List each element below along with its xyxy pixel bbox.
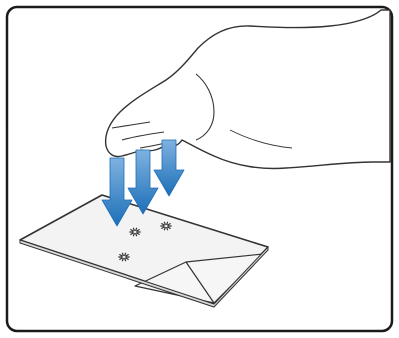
gesture-illustration [0,0,399,338]
illustration-canvas [0,0,399,338]
